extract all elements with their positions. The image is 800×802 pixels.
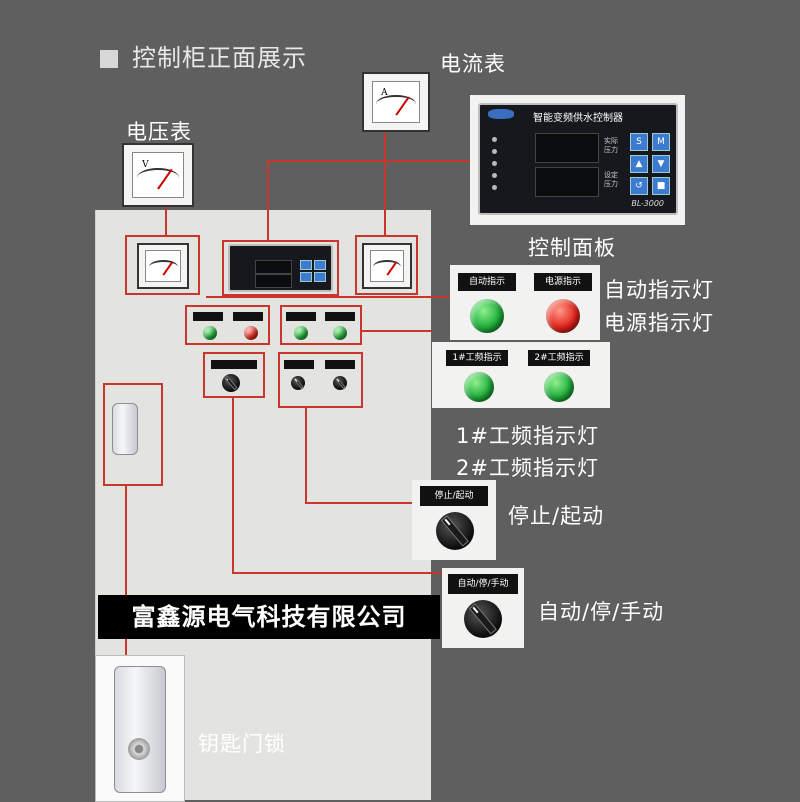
controller-button-stop[interactable]: ■ — [652, 177, 670, 195]
auto-indicator-label: 自动指示灯 — [604, 278, 714, 302]
controller-button-down[interactable]: ▼ — [652, 155, 670, 173]
actual-pressure-display — [535, 133, 599, 163]
brand-logo-icon — [488, 109, 514, 119]
cabinet-freq2-lamp — [333, 326, 347, 340]
cabinet-switch-frame — [278, 352, 363, 408]
connector-line — [384, 128, 386, 235]
led-al — [492, 185, 497, 190]
freq1-indicator-label: 1#工频指示灯 — [456, 424, 599, 448]
cabinet-ammeter-frame — [355, 235, 418, 295]
control-panel-label: 控制面板 — [528, 236, 616, 260]
stop-start-label: 停止/起动 — [508, 504, 605, 528]
power-indicator-lamp — [546, 299, 580, 333]
connector-line — [360, 330, 432, 332]
power-indicator-label: 电源指示灯 — [604, 311, 714, 335]
controller-panel: 智能变频供水控制器 实际 压力 设定 压力 S M ▲ ▼ ↺ ■ BL-300… — [478, 103, 678, 215]
auto-stop-manual-knob[interactable] — [464, 600, 502, 638]
connector-line — [165, 205, 167, 235]
actual-pressure-label: 实际 压力 — [604, 137, 618, 154]
cabinet-lock-handle — [112, 403, 138, 455]
key-lock-callout — [95, 655, 185, 802]
freq1-indicator-tag: 1#工频指示 — [446, 350, 508, 366]
auto-indicator-tag: 自动指示 — [458, 273, 516, 291]
connector-line — [125, 485, 127, 655]
set-pressure-display — [535, 167, 599, 197]
cabinet-indicator-group-2 — [280, 305, 362, 345]
cabinet-controller — [228, 244, 333, 292]
cabinet-power-lamp — [244, 326, 258, 340]
connector-line — [267, 160, 269, 240]
power-indicator-tag: 电源指示 — [534, 273, 592, 291]
connector-line — [267, 160, 472, 162]
bullet-square-icon — [100, 50, 118, 68]
auto-indicator-lamp — [470, 299, 504, 333]
controller-button-up[interactable]: ▲ — [630, 155, 648, 173]
cabinet-selector-frame — [203, 352, 265, 398]
cabinet-ammeter — [362, 243, 412, 289]
ammeter-callout: A — [362, 72, 430, 132]
auto-power-indicator-callout: 自动指示 电源指示 — [450, 265, 600, 340]
connector-line — [206, 296, 451, 298]
connector-line — [232, 572, 442, 574]
freq2-indicator-lamp — [544, 372, 574, 402]
cabinet-voltmeter-frame — [125, 235, 200, 295]
cabinet-selector-knob — [222, 374, 240, 392]
cabinet-freq1-lamp — [294, 326, 308, 340]
led-p3 — [492, 161, 497, 166]
cabinet-auto-lamp — [203, 326, 217, 340]
voltmeter-callout: V — [122, 143, 194, 207]
page-title: 控制柜正面展示 — [100, 38, 307, 73]
freq1-indicator-lamp — [464, 372, 494, 402]
set-pressure-label: 设定 压力 — [604, 171, 618, 188]
cabinet-indicator-group-1 — [185, 305, 270, 345]
ammeter-label: 电流表 — [440, 52, 506, 76]
voltmeter-label: 电压表 — [126, 120, 192, 144]
key-lock-label: 钥匙门锁 — [198, 732, 286, 756]
controller-button-m[interactable]: M — [652, 133, 670, 151]
controller-callout: 智能变频供水控制器 实际 压力 设定 压力 S M ▲ ▼ ↺ ■ BL-300… — [470, 95, 685, 225]
controller-button-return[interactable]: ↺ — [630, 177, 648, 195]
connector-line — [232, 398, 234, 573]
led-p1 — [492, 137, 497, 142]
auto-stop-manual-callout: 自动/停/手动 — [442, 568, 524, 648]
auto-stop-manual-label: 自动/停/手动 — [538, 600, 665, 624]
freq-indicator-callout: 1#工频指示 2#工频指示 — [432, 342, 610, 408]
connector-line — [305, 408, 307, 503]
key-lock-handle — [114, 666, 166, 793]
cabinet-lock-frame — [103, 383, 163, 486]
stop-start-callout: 停止/起动 — [412, 480, 496, 560]
cabinet-controller-frame — [222, 240, 339, 296]
controller-button-s[interactable]: S — [630, 133, 648, 151]
stop-start-knob[interactable] — [436, 512, 474, 550]
company-banner: 富鑫源电气科技有限公司 — [98, 595, 440, 639]
freq2-indicator-tag: 2#工频指示 — [528, 350, 590, 366]
stop-start-tag: 停止/起动 — [420, 486, 488, 506]
keyhole-icon — [128, 738, 150, 760]
connector-line — [305, 502, 413, 504]
freq2-indicator-label: 2#工频指示灯 — [456, 456, 599, 480]
led-p2 — [492, 149, 497, 154]
auto-stop-manual-tag: 自动/停/手动 — [448, 574, 518, 594]
cabinet-voltmeter — [137, 243, 189, 289]
led-p4 — [492, 173, 497, 178]
